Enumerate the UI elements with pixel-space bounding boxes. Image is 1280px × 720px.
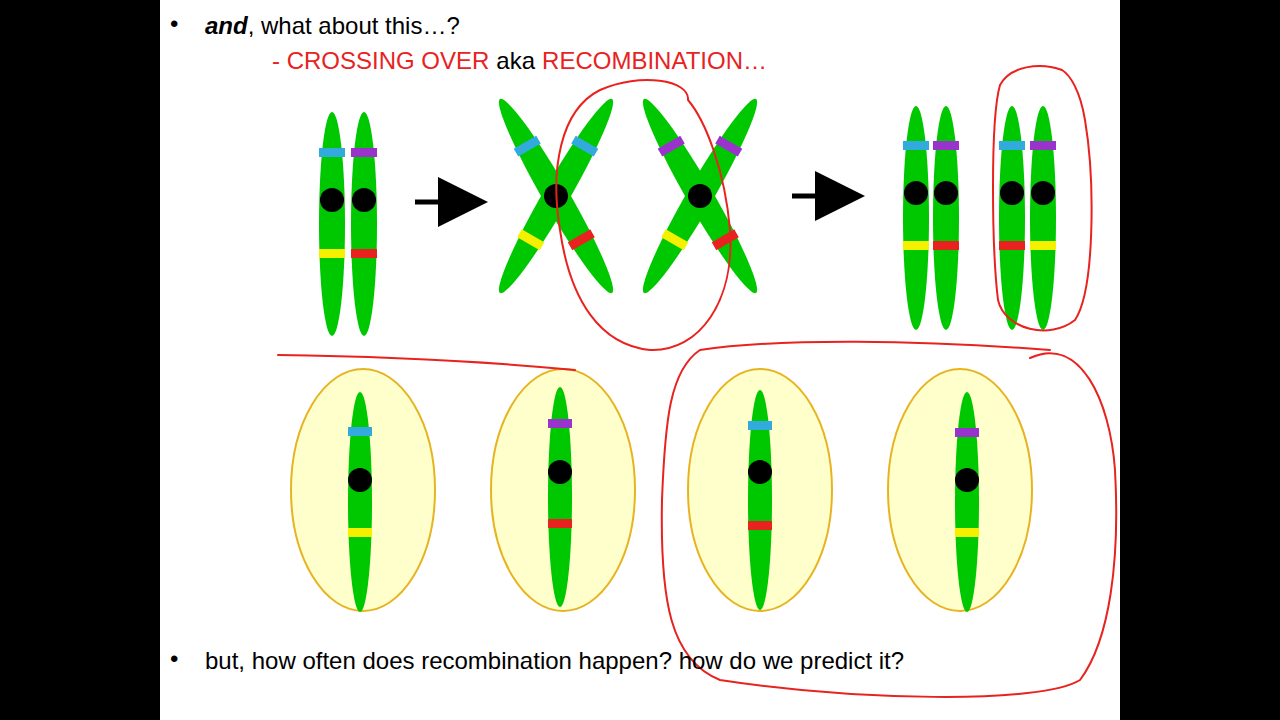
process-arrow <box>415 200 478 205</box>
homolog-pair <box>319 112 377 336</box>
bullet-mark: • <box>170 10 178 38</box>
slide-text: aka <box>496 47 535 75</box>
slide-background <box>160 0 1120 720</box>
slide-text: but, how often does recombination happen… <box>205 647 904 675</box>
emphasis-word: and <box>205 12 248 40</box>
bullet-mark: • <box>170 645 178 673</box>
process-arrow <box>792 194 855 199</box>
key-term: RECOMBINATION… <box>542 47 767 75</box>
text-line: but, how often does recombination happen… <box>205 647 904 675</box>
pen-annotation <box>278 66 1116 697</box>
text-line: - CROSSING OVERakaRECOMBINATION… <box>272 47 767 75</box>
key-term: - CROSSING OVER <box>272 47 489 75</box>
text-line: and, what about this…? <box>205 12 460 40</box>
slide-text: , what about this…? <box>248 12 460 40</box>
recombined-chromatids <box>903 106 1056 330</box>
crossed-chromatids <box>633 93 768 300</box>
